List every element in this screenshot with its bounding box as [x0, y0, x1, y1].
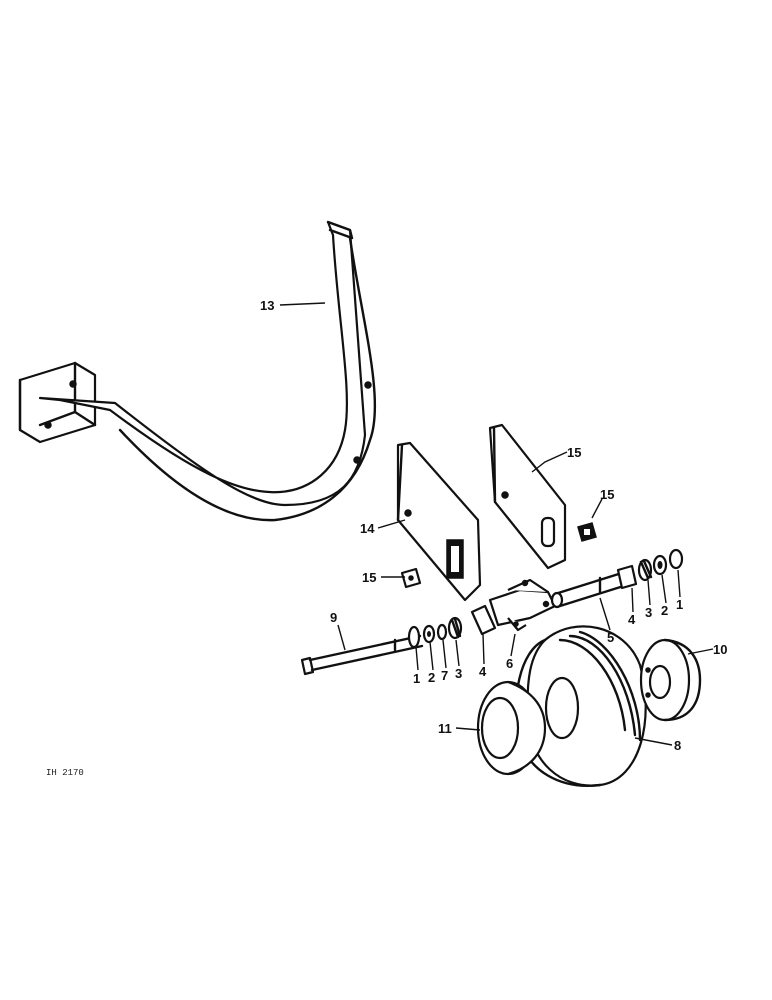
- rim-part-11: [476, 680, 547, 776]
- callout-10: 10: [713, 642, 727, 657]
- tire-part-8: [514, 625, 647, 787]
- nut-part-15-left: [400, 567, 422, 589]
- nut-part-15-right: [577, 522, 597, 542]
- callout-9: 9: [330, 610, 337, 625]
- leader-lines: [279, 302, 714, 746]
- callout-1-right: 1: [676, 597, 683, 612]
- callout-labels: 13 14 15 15 15 9 1 2 7 3 4 6 5 4 3 2 1 1…: [46, 298, 727, 778]
- arm-bar: [38, 220, 367, 507]
- reference-code: IH 2170: [46, 768, 84, 778]
- callout-13: 14: [360, 521, 375, 536]
- callout-15-right: 15: [600, 487, 614, 502]
- plate-slot-14: [540, 516, 556, 548]
- callout-5: 5: [607, 630, 614, 645]
- callout-8: 8: [674, 738, 681, 753]
- callout-12: 13: [260, 298, 274, 313]
- arm-part-12: [18, 220, 377, 522]
- callout-2-left: 2: [428, 670, 435, 685]
- callout-4-left: 4: [479, 664, 487, 679]
- callout-7: 7: [441, 668, 448, 683]
- plate-part-14: [488, 423, 567, 570]
- callout-2-right: 2: [661, 603, 668, 618]
- hub-part-6: [470, 578, 557, 636]
- callout-11: 11: [438, 721, 452, 736]
- rim-part-10: [639, 638, 702, 722]
- bolt-part-9: [300, 634, 424, 676]
- callout-3-left: 3: [455, 666, 462, 681]
- plate-part-13: [396, 441, 482, 602]
- callout-14: 15: [567, 445, 581, 460]
- callout-6: 6: [506, 656, 513, 671]
- washer-stack-left: [407, 616, 463, 649]
- callout-15-left: 15: [362, 570, 376, 585]
- washer-stack-right: [637, 548, 684, 582]
- callout-3-right: 3: [645, 605, 652, 620]
- callout-1-left: 1: [413, 671, 420, 686]
- callout-4-right: 4: [628, 612, 636, 627]
- spindle-part-5: [550, 564, 638, 609]
